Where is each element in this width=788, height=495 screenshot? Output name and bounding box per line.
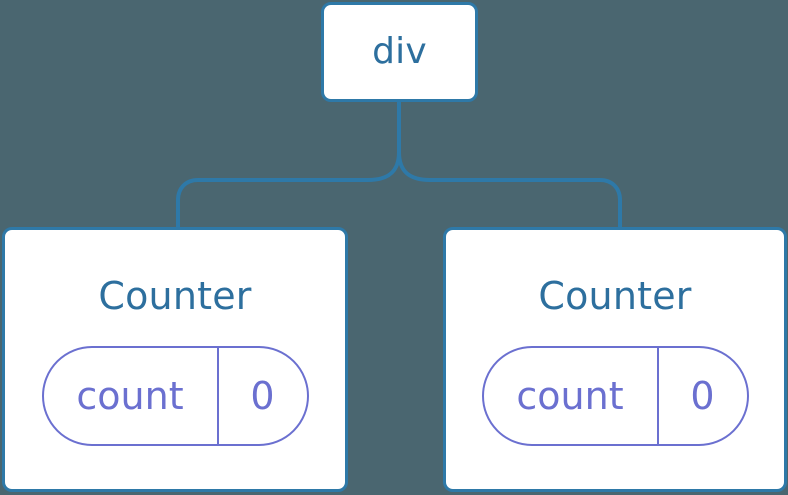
node-counter-right[interactable]: Counter count 0 xyxy=(443,227,787,492)
state-value-right: 0 xyxy=(656,348,747,444)
node-div[interactable]: div xyxy=(321,2,478,102)
node-counter-right-label: Counter xyxy=(538,274,692,318)
node-div-label: div xyxy=(372,31,427,72)
state-pill-left[interactable]: count 0 xyxy=(41,346,309,446)
node-counter-left[interactable]: Counter count 0 xyxy=(2,227,348,492)
state-pill-right[interactable]: count 0 xyxy=(481,346,749,446)
connector-branch-right xyxy=(397,151,622,229)
node-counter-left-label: Counter xyxy=(98,274,252,318)
state-key-left: count xyxy=(76,374,184,418)
connector-branch-left xyxy=(176,151,401,229)
state-value-left: 0 xyxy=(216,348,307,444)
state-key-right: count xyxy=(516,374,624,418)
